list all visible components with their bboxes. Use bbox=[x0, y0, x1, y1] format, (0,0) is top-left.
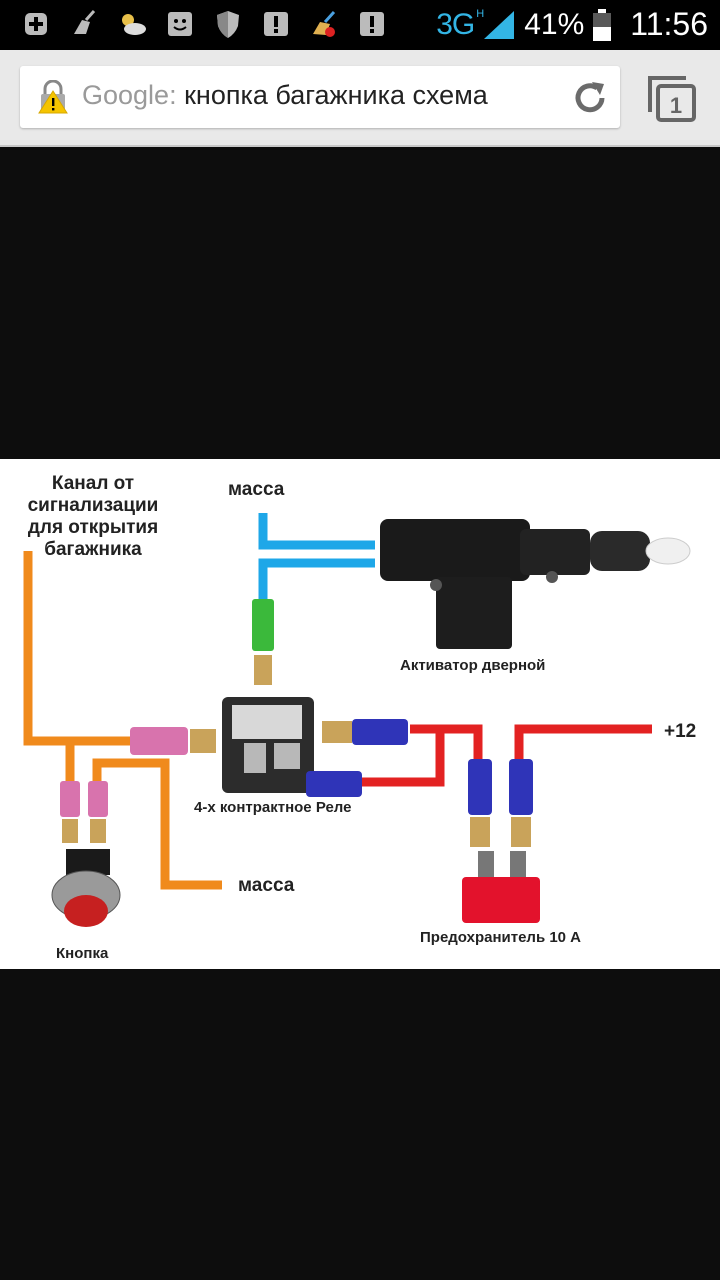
ground-label-top: масса bbox=[228, 479, 285, 500]
broom-icon bbox=[313, 10, 336, 37]
battery-percent: 41% bbox=[524, 7, 585, 41]
tab-count: 1 bbox=[670, 93, 682, 118]
plus12-label: +12 bbox=[664, 721, 697, 742]
fuse bbox=[462, 851, 540, 923]
url-host: Google: bbox=[82, 80, 177, 110]
alert-icon bbox=[264, 12, 288, 36]
button-label: Кнопка bbox=[56, 945, 109, 962]
relay bbox=[222, 697, 314, 793]
blue-wires bbox=[258, 513, 375, 619]
reload-icon[interactable] bbox=[570, 78, 610, 118]
orange-wires bbox=[23, 551, 222, 890]
cleaner-icon bbox=[74, 10, 96, 34]
door-actuator bbox=[380, 519, 691, 649]
actuator-label: Активатор дверной bbox=[400, 657, 546, 674]
weather-icon bbox=[122, 14, 146, 35]
battery-icon bbox=[593, 8, 612, 41]
url-text: Google: кнопка багажника схема bbox=[82, 80, 488, 111]
alert-icon bbox=[360, 12, 384, 36]
wiring-diagram-image[interactable]: Канал от сигнализации для открытия багаж… bbox=[0, 459, 720, 969]
url-query: кнопка багажника схема bbox=[184, 80, 488, 110]
ground-label-bottom: масса bbox=[238, 875, 295, 896]
notification-icons bbox=[20, 8, 388, 40]
red-wires bbox=[360, 724, 652, 787]
lock-warning-icon bbox=[38, 80, 68, 114]
address-bar[interactable]: Google: кнопка багажника схема bbox=[20, 66, 620, 128]
fuse-label: Предохранитель 10 А bbox=[420, 929, 582, 946]
add-icon bbox=[25, 13, 47, 35]
diagram-drawing bbox=[23, 513, 691, 927]
tab-switcher-icon[interactable]: 1 bbox=[646, 72, 698, 124]
alarm-channel-label: Канал от сигнализации для открытия багаж… bbox=[27, 473, 159, 560]
face-icon bbox=[168, 12, 192, 36]
shield-icon bbox=[217, 11, 239, 38]
signal-icon bbox=[484, 10, 515, 39]
clock: 11:56 bbox=[630, 6, 708, 42]
browser-toolbar: Google: кнопка багажника схема 1 bbox=[0, 50, 720, 147]
push-button bbox=[51, 849, 121, 927]
relay-label: 4-х контрактное Реле bbox=[194, 799, 352, 816]
wire-connectors bbox=[60, 599, 533, 847]
